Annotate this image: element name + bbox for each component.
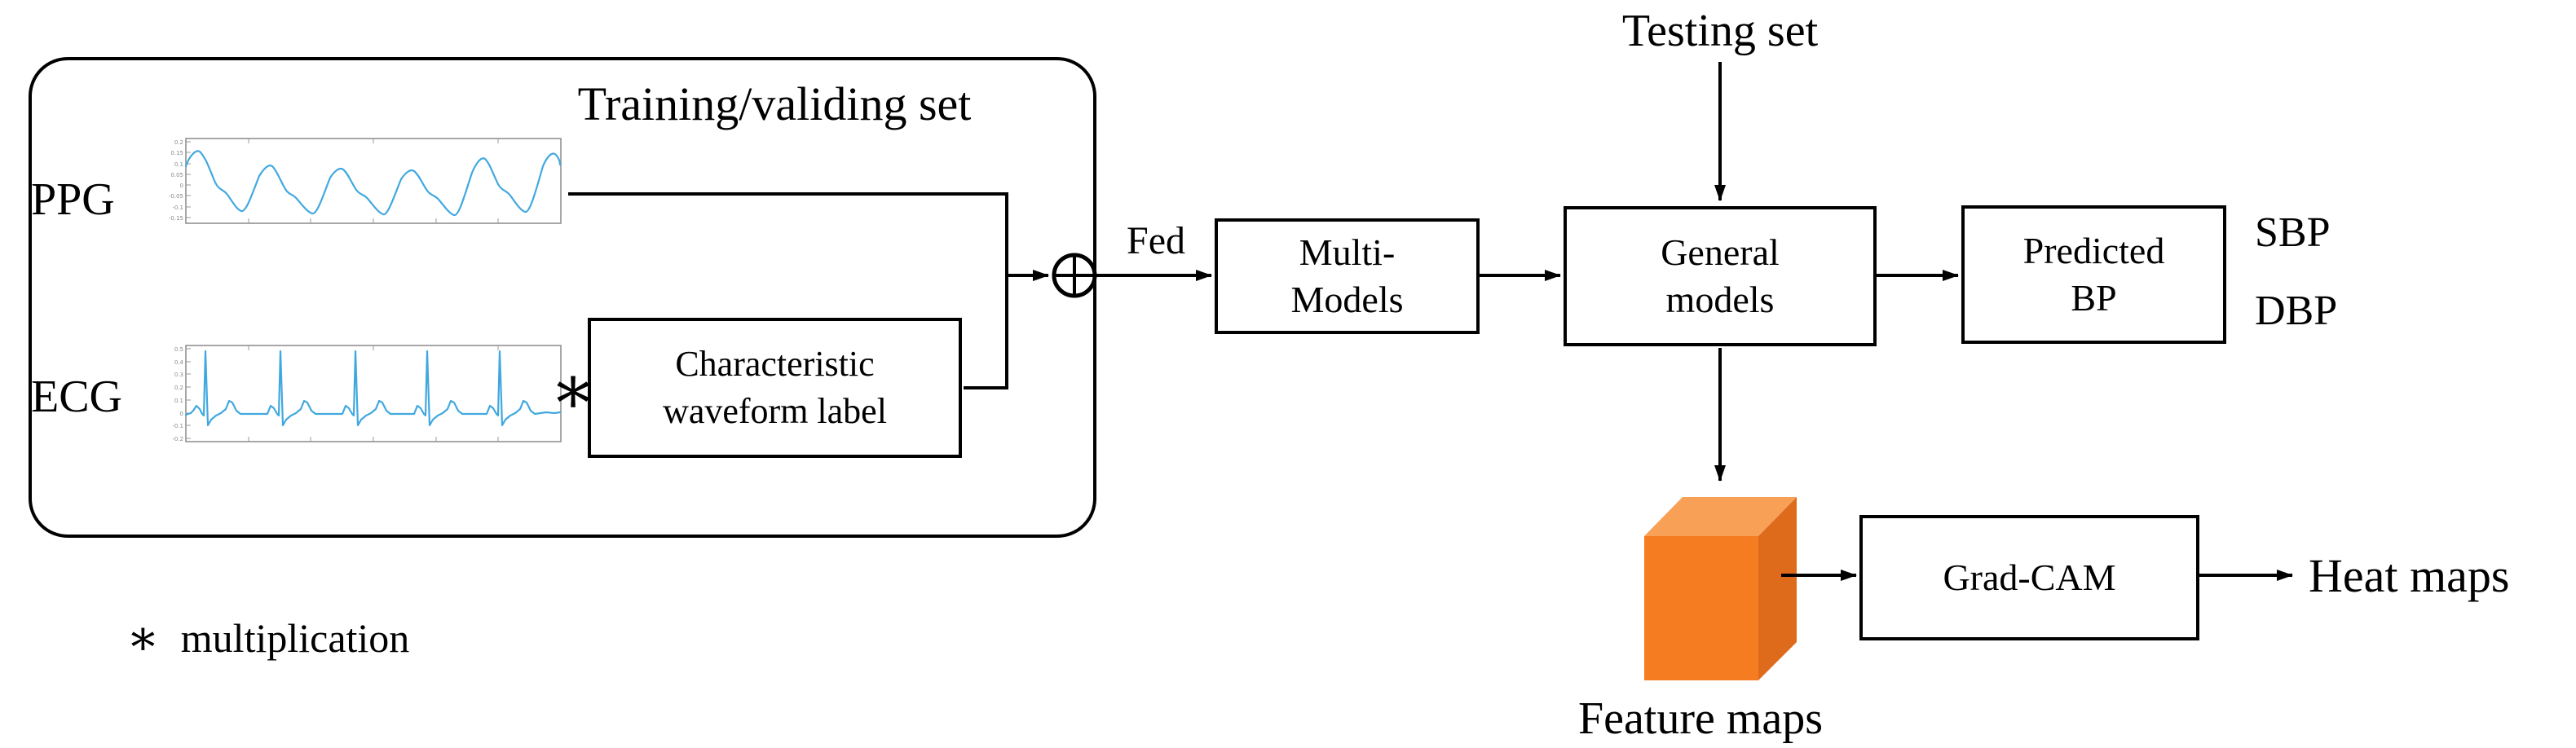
ecg-label: ECG [31, 372, 122, 422]
predicted-bp-line2: BP [2071, 277, 2117, 319]
cube-top-face [1644, 497, 1797, 536]
predicted-bp-box: Predicted BP [1961, 205, 2226, 344]
feature-maps-label: Feature maps [1577, 693, 1824, 744]
characteristic-line1: Characteristic [675, 344, 875, 384]
svg-text:-0.15: -0.15 [169, 215, 183, 222]
svg-text:0: 0 [180, 183, 183, 189]
ppg-label: PPG [31, 174, 115, 225]
predicted-bp-line1: Predicted [2022, 230, 2165, 271]
dbp-output-label: DBP [2255, 288, 2338, 334]
ecg-y-tick-labels: 0.5 0.4 0.3 0.2 0.1 0 -0.1 -0.2 [172, 346, 183, 442]
ecg-x-ticks [248, 345, 499, 442]
svg-text:0.1: 0.1 [174, 161, 183, 168]
ppg-waveform-plot: 0.2 0.15 0.1 0.05 0 -0.05 -0.1 -0.15 [169, 138, 562, 224]
general-models-line2: models [1665, 279, 1775, 320]
ppg-waveform-curve [184, 150, 562, 217]
svg-text:0.1: 0.1 [174, 398, 183, 404]
svg-text:0.2: 0.2 [174, 139, 183, 146]
grad-cam-box: Grad-CAM [1859, 515, 2199, 640]
svg-text:0.05: 0.05 [170, 172, 183, 178]
svg-text:-0.1: -0.1 [172, 205, 183, 211]
characteristic-waveform-label-box: Characteristic waveform label [588, 318, 962, 458]
cube-side-face [1758, 497, 1797, 680]
multi-models-box: Multi- Models [1215, 218, 1480, 334]
grad-cam-label-text: Grad-CAM [1943, 557, 2116, 598]
ecg-axis-box [185, 345, 562, 442]
svg-text:0.2: 0.2 [174, 385, 183, 391]
ppg-x-ticks [248, 139, 499, 223]
ppg-y-tick-labels: 0.2 0.15 0.1 0.05 0 -0.05 -0.1 -0.15 [169, 139, 183, 222]
multiplication-legend: ∗ multiplication [126, 609, 409, 667]
characteristic-line2: waveform label [663, 391, 887, 431]
legend-asterisk-icon: ∗ [126, 611, 160, 665]
multi-models-line1: Multi- [1299, 231, 1396, 273]
svg-text:0.3: 0.3 [174, 372, 183, 378]
svg-text:0.15: 0.15 [170, 150, 183, 156]
svg-text:-0.05: -0.05 [169, 193, 183, 200]
multi-models-line2: Models [1290, 279, 1404, 320]
ecg-waveform-curve [184, 350, 562, 427]
ppg-y-ticks [186, 141, 191, 218]
fed-label: Fed [1127, 219, 1185, 262]
legend-label: multiplication [180, 615, 410, 661]
svg-text:-0.2: -0.2 [172, 436, 183, 442]
heat-maps-label: Heat maps [2309, 549, 2510, 602]
testing-set-label: Testing set [1621, 6, 1819, 56]
svg-text:0.4: 0.4 [174, 359, 184, 366]
svg-text:0: 0 [180, 411, 183, 417]
svg-text:-0.1: -0.1 [172, 423, 183, 429]
general-models-box: General models [1564, 206, 1877, 346]
cube-front-face [1644, 536, 1758, 680]
ecg-y-ticks [186, 348, 191, 439]
ecg-waveform-plot: 0.5 0.4 0.3 0.2 0.1 0 -0.1 -0.2 [172, 345, 562, 442]
sbp-output-label: SBP [2255, 209, 2331, 256]
general-models-line1: General [1661, 231, 1780, 273]
feature-maps-cube [1644, 497, 1797, 680]
training-set-title: Training/validing set [577, 77, 972, 130]
svg-text:0.5: 0.5 [174, 346, 183, 353]
